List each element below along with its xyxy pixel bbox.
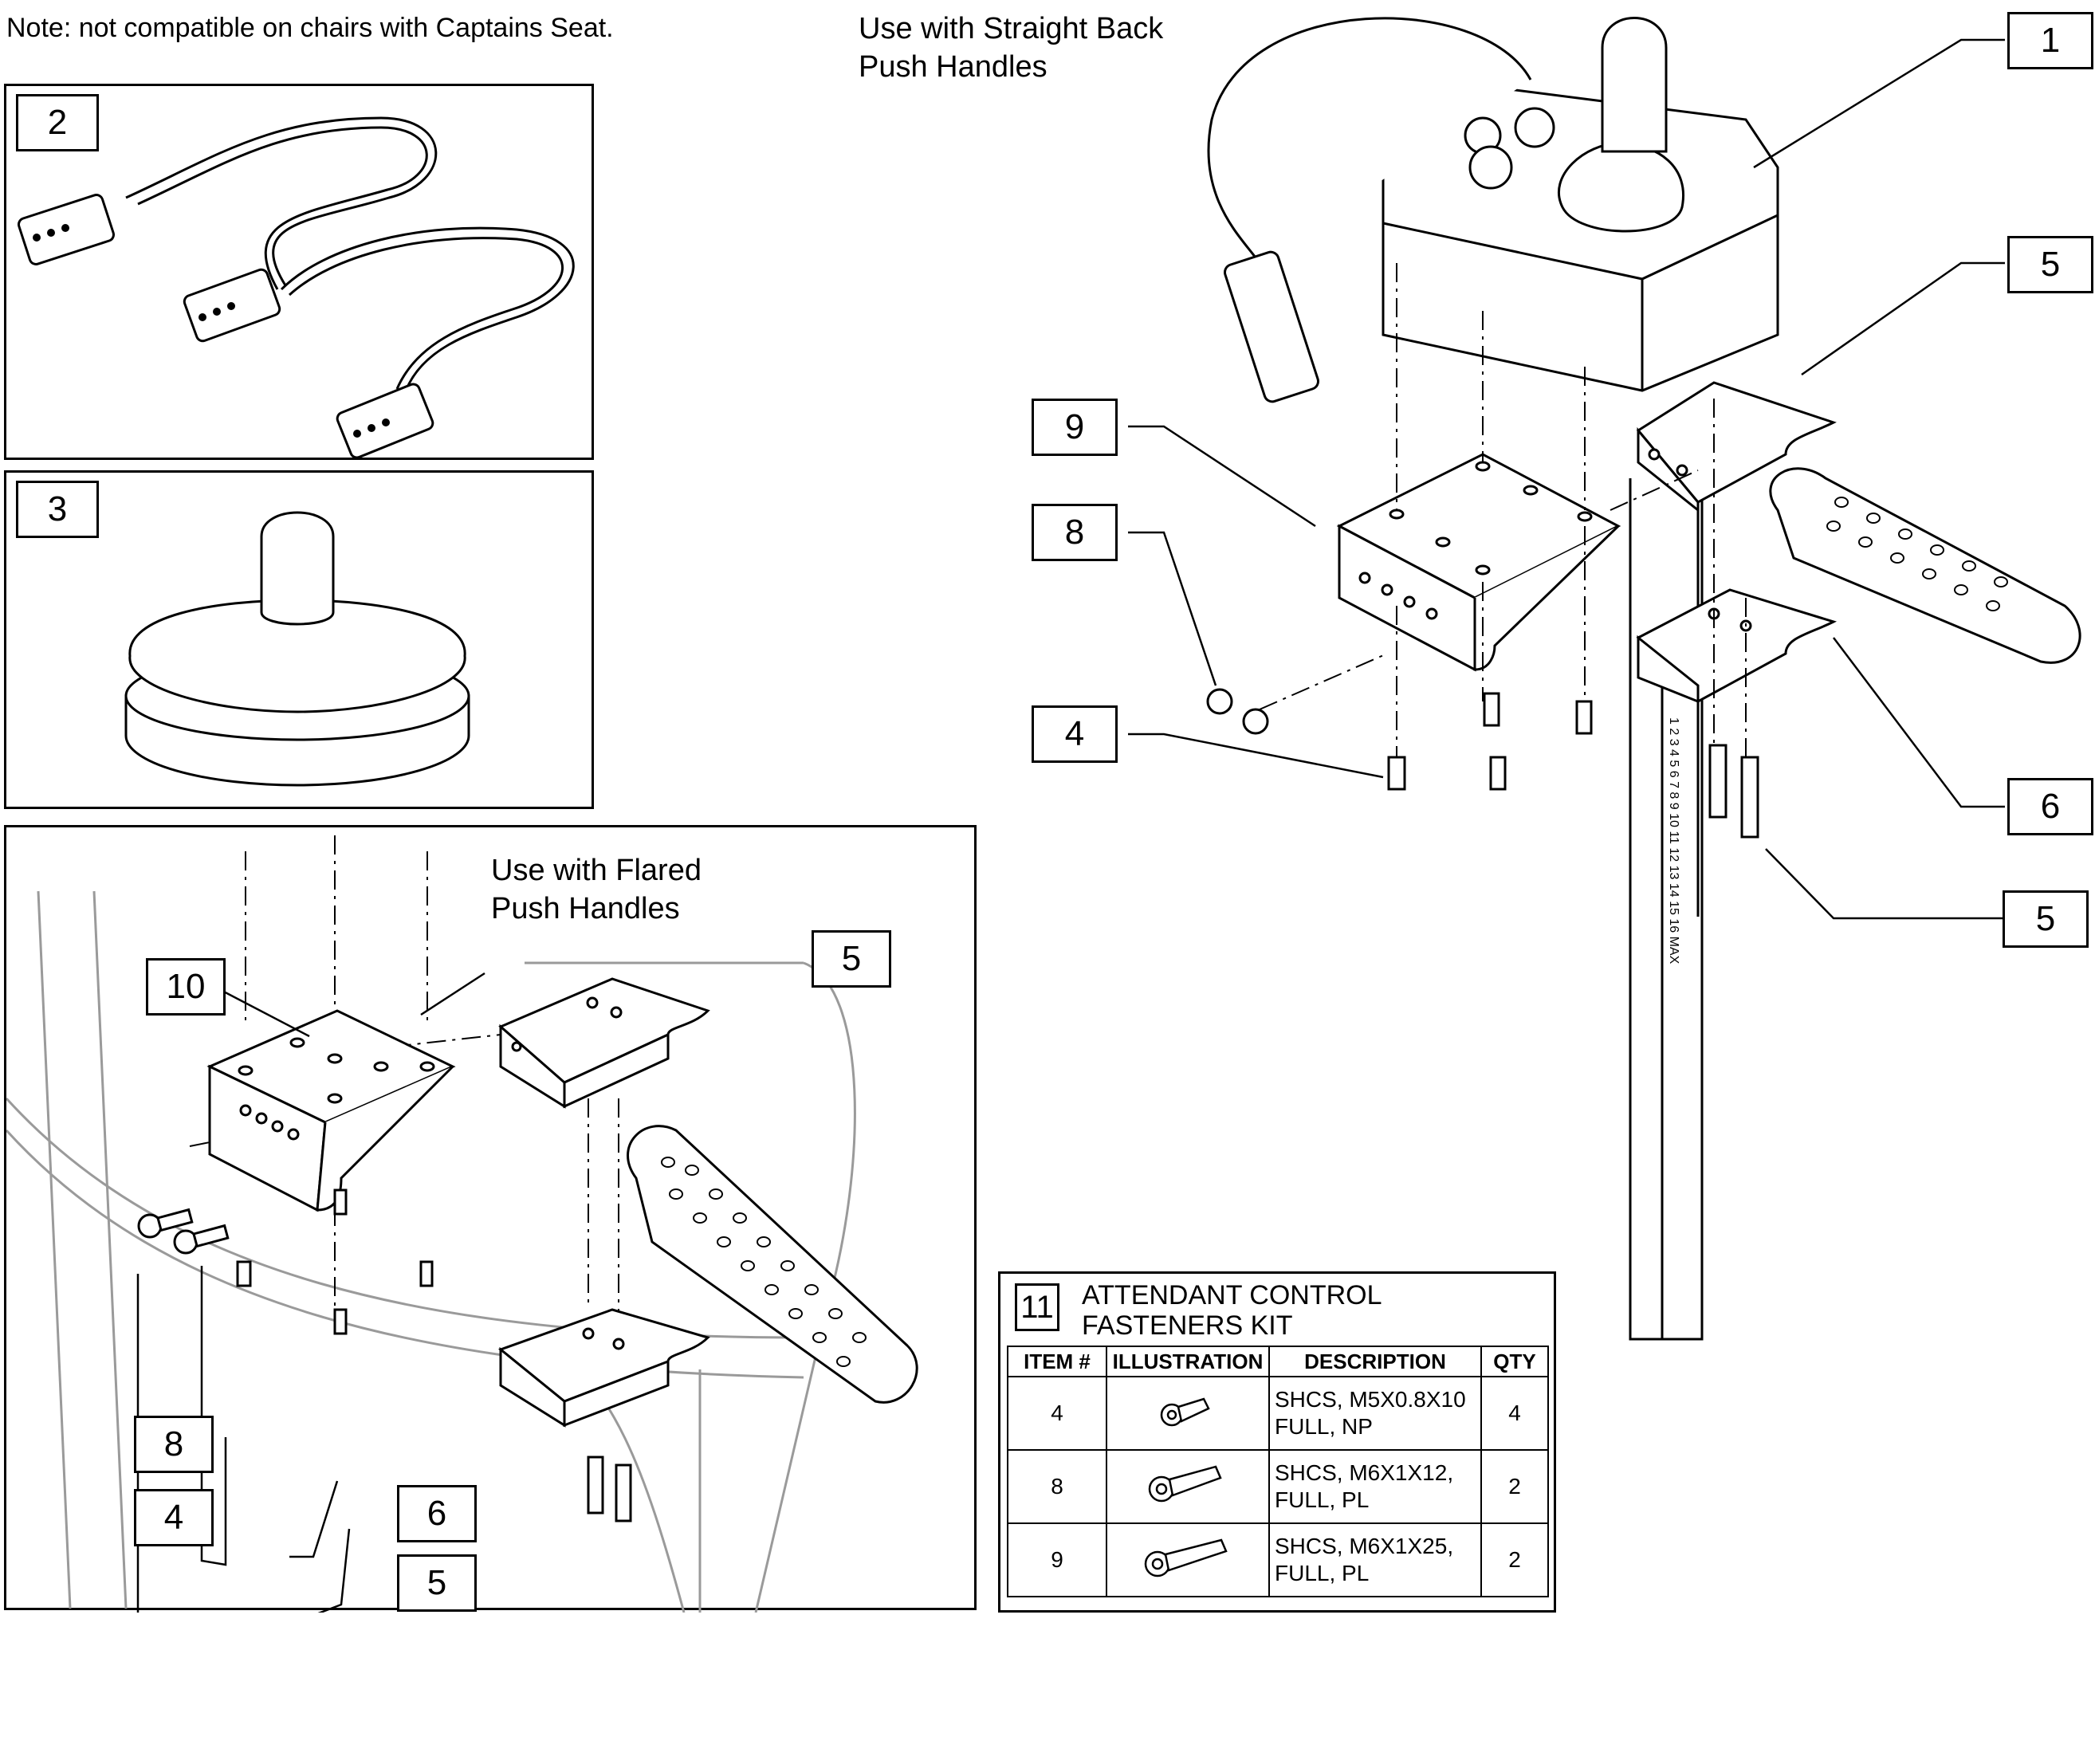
panel-joystick-knob: 3 [4,470,594,809]
straight-handles-caption: Use with Straight Back Push Handles [859,10,1163,86]
push-handle-grip-icon-main [1769,467,2081,664]
callout-4-main: 4 [1032,705,1118,763]
callout-6-main: 6 [2007,778,2093,835]
callout-6-flared: 6 [397,1485,477,1542]
flared-handle-assembly [6,835,918,1613]
row-item: 8 [1007,1449,1107,1524]
callout-1: 1 [2007,12,2093,69]
handle-clamp-icon-lower [497,1308,710,1428]
callout-8-flared: 8 [134,1416,214,1473]
screw-medium-icon [1106,1449,1270,1524]
row-desc-line2: FULL, PL [1275,1561,1370,1585]
socket-head-screw-icon-main [1206,688,1759,839]
row-desc-line1: SHCS, M5X0.8X10 [1275,1387,1466,1412]
header-item: ITEM # [1007,1346,1107,1377]
row-desc-line1: SHCS, M6X1X12, [1275,1460,1454,1485]
svg-text:1 2 3 4 5 6 7 8 9 10 11 12 13: 1 2 3 4 5 6 7 8 9 10 11 12 13 14 15 16 M… [1667,717,1680,965]
joystick-knob-icon [124,511,470,787]
flared-caption-line1: Use with Flared [491,854,702,887]
row-description: SHCS, M6X1X12, FULL, PL [1268,1449,1482,1524]
row-desc-line2: FULL, PL [1275,1487,1370,1512]
straight-caption-line1: Use with Straight Back [859,12,1164,45]
fasteners-table: ITEM # ILLUSTRATION DESCRIPTION QTY 4 SH… [1007,1346,1549,1597]
header-qty: QTY [1480,1346,1549,1377]
straight-caption-line2: Push Handles [859,50,1048,84]
kit-title-line1: ATTENDANT CONTROL [1082,1280,1382,1310]
row-description: SHCS, M5X0.8X10 FULL, NP [1268,1376,1482,1451]
screw-long-icon [1106,1522,1270,1597]
callout-5-flared-top: 5 [812,930,891,988]
callout-3: 3 [16,481,99,538]
flared-handles-caption: Use with Flared Push Handles [491,851,702,928]
attendant-control-icon [1207,17,1779,403]
handle-clamp-icon-main [1636,381,1837,513]
row-desc-line1: SHCS, M6X1X25, [1275,1534,1454,1558]
table-header-row: ITEM # ILLUSTRATION DESCRIPTION QTY [1007,1346,1549,1377]
row-item: 4 [1007,1376,1107,1451]
header-description: DESCRIPTION [1268,1346,1482,1377]
mounting-bracket-icon-main [1336,453,1621,672]
callout-11: 11 [1015,1283,1059,1331]
panel-cable-harness: 2 [4,84,594,460]
callout-2: 2 [16,94,99,151]
row-item: 9 [1007,1522,1107,1597]
compatibility-note: Note: not compatible on chairs with Capt… [6,13,614,43]
row-qty: 2 [1480,1522,1549,1597]
callout-4-flared: 4 [134,1489,214,1546]
flared-caption-line2: Push Handles [491,892,680,925]
table-row: 8 SHCS, M6X1X12, FULL, PL 2 [1007,1449,1549,1524]
push-handle-grip-icon [627,1125,918,1404]
handle-clamp-icon [498,977,710,1109]
cable-harness-icon [18,116,575,459]
callout-9: 9 [1032,399,1118,456]
callout-10: 10 [146,958,226,1016]
mounting-bracket-icon [206,1009,456,1212]
panel-flared-handles: Use with Flared Push Handles 10 5 8 4 6 … [4,825,977,1613]
callout-5-main-bottom: 5 [2003,890,2089,948]
table-row: 9 SHCS, M6X1X25, FULL, PL 2 [1007,1522,1549,1597]
callout-5-flared-bottom: 5 [397,1554,477,1612]
row-desc-line2: FULL, NP [1275,1414,1373,1439]
handle-clamp-icon-main-lower [1636,588,1838,704]
socket-head-screw-icon [137,1188,632,1522]
row-description: SHCS, M6X1X25, FULL, PL [1268,1522,1482,1597]
callout-5-main-top: 5 [2007,236,2093,293]
row-qty: 2 [1480,1449,1549,1524]
callout-8-main: 8 [1032,504,1118,561]
table-row: 4 SHCS, M5X0.8X10 FULL, NP 4 [1007,1376,1549,1451]
row-qty: 4 [1480,1376,1549,1451]
screw-short-icon [1106,1376,1270,1451]
kit-title-line2: FASTENERS KIT [1082,1310,1293,1341]
kit-title: ATTENDANT CONTROL FASTENERS KIT [1082,1280,1382,1341]
fasteners-kit-panel: 11 ATTENDANT CONTROL FASTENERS KIT ITEM … [998,1271,1556,1613]
header-illustration: ILLUSTRATION [1106,1346,1270,1377]
